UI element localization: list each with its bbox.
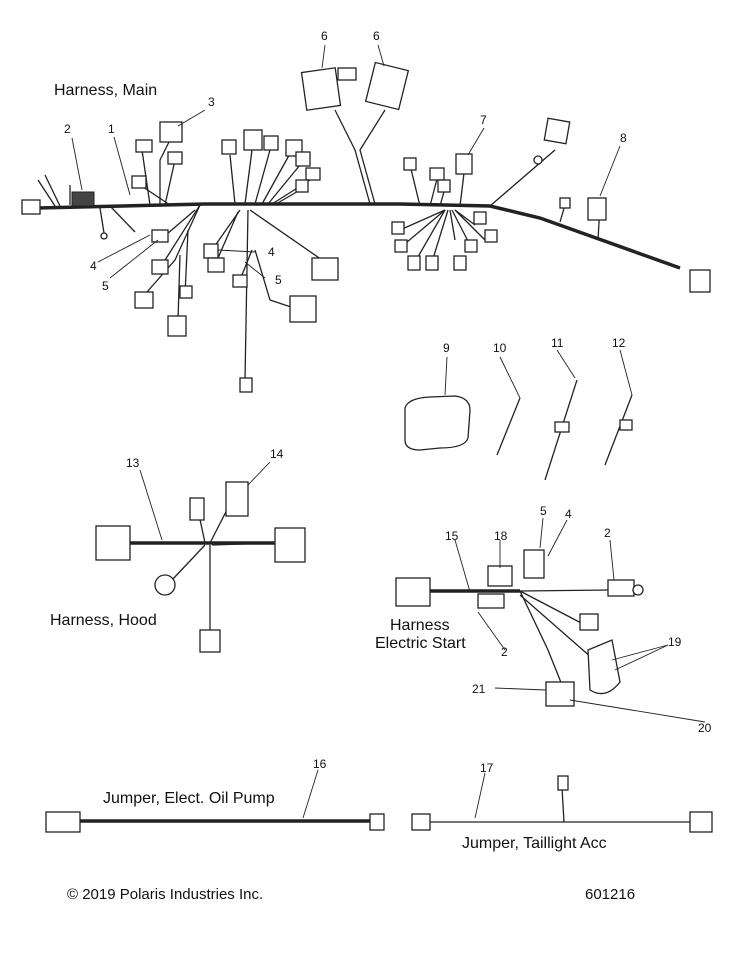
main-harness-leaders: [71, 44, 621, 279]
callout-11: 11: [551, 336, 564, 350]
callout-5: 5: [540, 504, 547, 518]
callout-21: 21: [472, 682, 486, 696]
callout-6: 6: [373, 29, 380, 43]
taillight-jumper-drawing: [411, 772, 713, 833]
callout-2: 2: [501, 645, 508, 659]
callout-2: 2: [64, 122, 71, 136]
loose-parts-drawing: [404, 349, 633, 481]
electric-start-harness-drawing: [395, 517, 706, 723]
harness-electric-start-label-line1: Harness: [390, 617, 450, 634]
diagram-number: 601216: [585, 886, 636, 903]
callout-14: 14: [270, 447, 284, 461]
callout-4: 4: [268, 245, 275, 259]
callout-10: 10: [493, 341, 507, 355]
callout-16: 16: [313, 757, 327, 771]
main-harness-drawing: [21, 61, 711, 393]
callout-19: 19: [668, 635, 682, 649]
callout-4: 4: [565, 507, 572, 521]
callout-9: 9: [443, 341, 450, 355]
jumper-taillight-label: Jumper, Taillight Acc: [462, 835, 607, 852]
callout-13: 13: [126, 456, 140, 470]
hood-harness-drawing: [95, 461, 306, 653]
harness-main-label: Harness, Main: [54, 82, 158, 99]
callout-12: 12: [612, 336, 626, 350]
callout-20: 20: [698, 721, 712, 735]
copyright-notice: © 2019 Polaris Industries Inc.: [67, 886, 264, 903]
callout-18: 18: [494, 529, 508, 543]
callout-5: 5: [102, 279, 109, 293]
callout-8: 8: [620, 131, 627, 145]
callout-1: 1: [108, 122, 115, 136]
callout-5: 5: [275, 273, 282, 287]
harness-hood-label: Harness, Hood: [50, 612, 157, 629]
callout-4: 4: [90, 259, 97, 273]
callout-7: 7: [480, 113, 487, 127]
callout-2: 2: [604, 526, 611, 540]
callout-6: 6: [321, 29, 328, 43]
callout-15: 15: [445, 529, 459, 543]
callout-3: 3: [208, 95, 215, 109]
harness-electric-start-label-line2: Electric Start: [375, 635, 466, 652]
oil-pump-jumper-drawing: [45, 769, 385, 833]
jumper-oil-pump-label: Jumper, Elect. Oil Pump: [103, 790, 275, 807]
callout-17: 17: [480, 761, 494, 775]
